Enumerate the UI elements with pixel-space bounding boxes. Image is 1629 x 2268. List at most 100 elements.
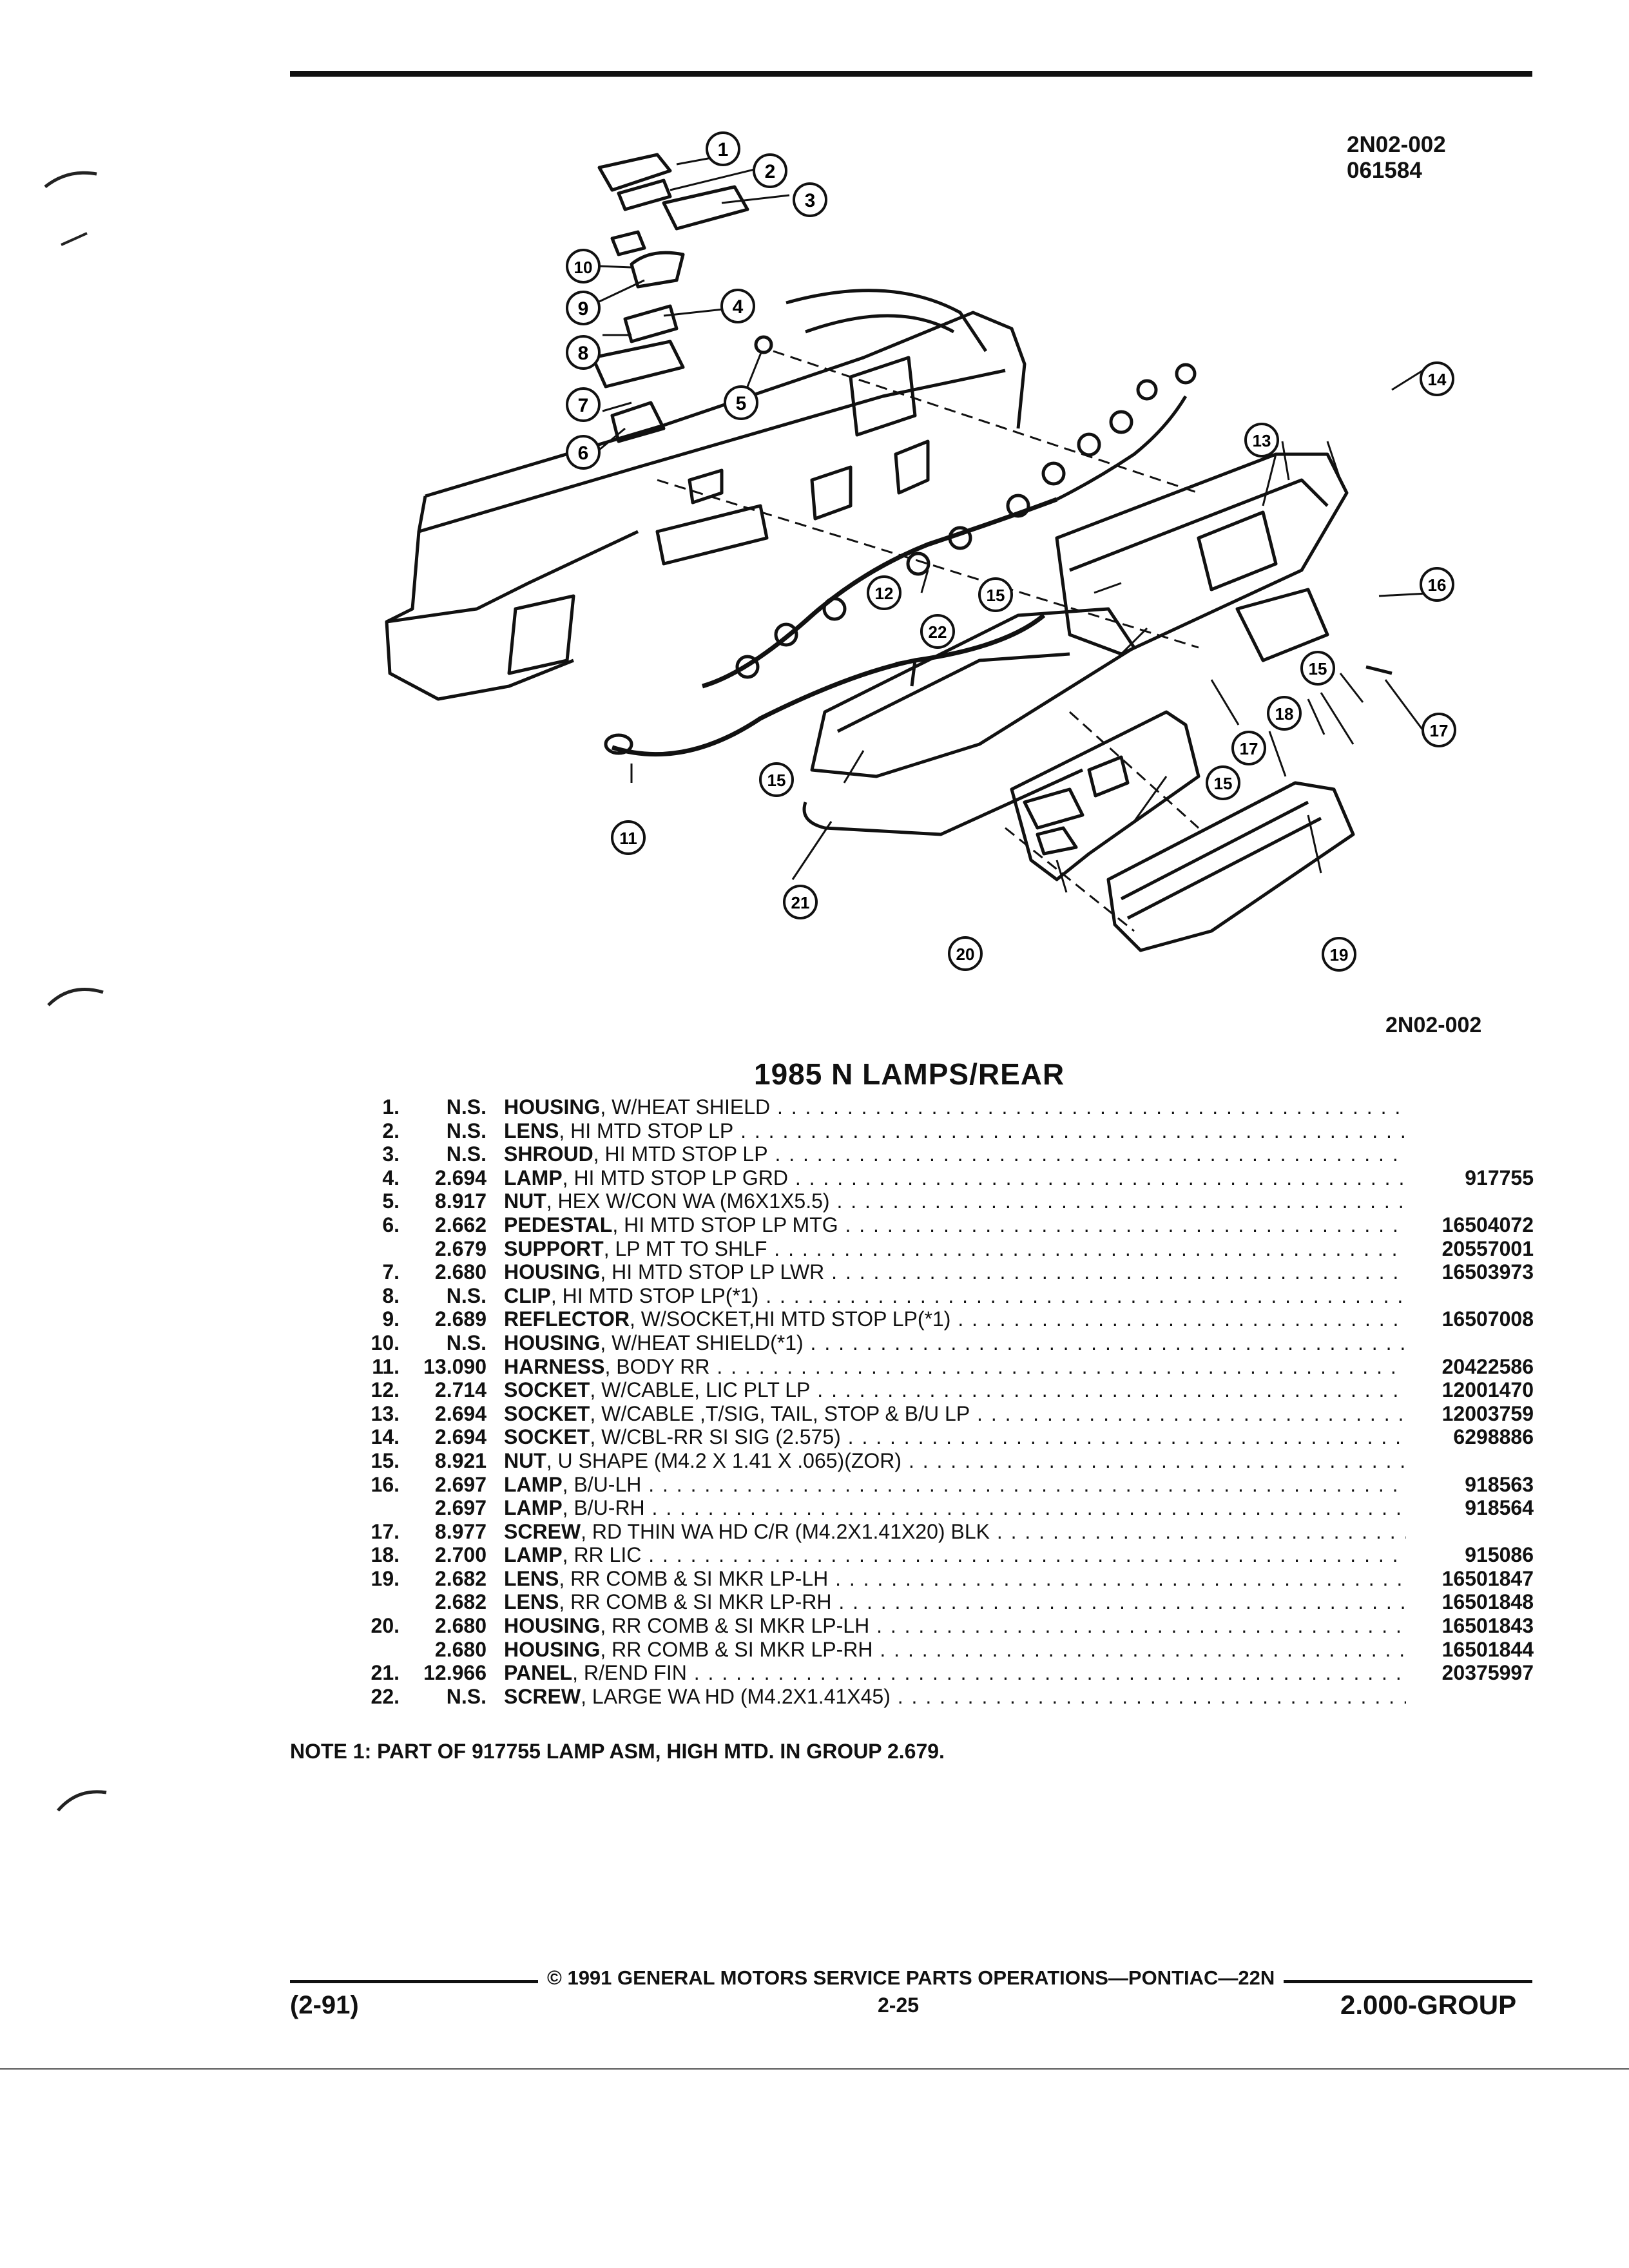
part-row: 8.N.S.CLIP, HI MTD STOP LP(*1) . . . . .… xyxy=(354,1284,1534,1308)
svg-text:22: 22 xyxy=(929,622,947,642)
part-number: 12003759 xyxy=(1441,1401,1534,1425)
callout-5: 5 xyxy=(724,385,758,420)
part-ref-number: 14. xyxy=(371,1425,400,1449)
part-detail: , U SHAPE (M4.2 X 1.41 X .065)(ZOR) xyxy=(546,1448,902,1472)
part-number: 16501847 xyxy=(1441,1566,1534,1590)
part-description: LENS, HI MTD STOP LP . . . . . . . . . .… xyxy=(504,1119,1406,1142)
part-group-code: N.S. xyxy=(446,1331,487,1354)
part-name: LENS xyxy=(504,1566,559,1590)
diagram-linework xyxy=(385,153,1393,952)
part-ref-number: 7. xyxy=(382,1260,400,1284)
part-group-code: 8.977 xyxy=(434,1519,487,1543)
svg-text:6: 6 xyxy=(578,443,589,464)
part-ref-number: 12. xyxy=(371,1378,400,1402)
part-number: 16501844 xyxy=(1441,1637,1534,1661)
part-row: 2.679 SUPPORT, LP MT TO SHLF . . . . . . … xyxy=(354,1237,1534,1261)
part-name: HARNESS xyxy=(504,1354,605,1378)
callout-19: 19 xyxy=(1322,937,1356,972)
part-detail: , R/END FIN xyxy=(572,1661,687,1685)
part-description: HOUSING, RR COMB & SI MKR LP-RH . . . . … xyxy=(504,1638,1406,1661)
part-name: NUT xyxy=(504,1448,546,1472)
leader-dots: . . . . . . . . . . . . . . . . . . . . … xyxy=(880,1637,1406,1661)
callout-14: 14 xyxy=(1420,361,1454,396)
part-group-code: 2.694 xyxy=(434,1425,487,1449)
part-number: 918563 xyxy=(1465,1472,1534,1496)
leader-dots: . . . . . . . . . . . . . . . . . . . . … xyxy=(766,1283,1406,1307)
part-row: 22.N.S.SCREW, LARGE WA HD (M4.2X1.41X45)… xyxy=(354,1685,1534,1709)
part-name: LAMP xyxy=(504,1166,563,1189)
svg-text:15: 15 xyxy=(1214,774,1233,793)
leader-dots: . . . . . . . . . . . . . . . . . . . . … xyxy=(897,1684,1406,1708)
part-group-code: 2.679 xyxy=(434,1236,487,1260)
callout-1: 1 xyxy=(706,131,740,166)
part-name: LAMP xyxy=(504,1472,563,1496)
part-detail: , W/SOCKET,HI MTD STOP LP(*1) xyxy=(629,1307,951,1331)
part-group-code: 2.682 xyxy=(434,1590,487,1614)
leader-dots: . . . . . . . . . . . . . . . . . . . . … xyxy=(648,1472,1406,1496)
part-ref-number: 10. xyxy=(371,1331,400,1354)
part-group-code: 2.680 xyxy=(434,1614,487,1638)
part-number: 16507008 xyxy=(1441,1307,1534,1331)
callout-15a: 15 xyxy=(978,577,1013,612)
part-ref-number: 13. xyxy=(371,1401,400,1425)
footer-revision-date: (2-91) xyxy=(290,1991,359,2019)
svg-text:18: 18 xyxy=(1275,704,1294,724)
part-description: SOCKET, W/CABLE ,T/SIG, TAIL, STOP & B/U… xyxy=(504,1402,1406,1425)
leader-dots: . . . . . . . . . . . . . . . . . . . . … xyxy=(774,1236,1406,1260)
callout-17b: 17 xyxy=(1231,731,1266,765)
part-detail: , RR COMB & SI MKR LP-RH xyxy=(559,1590,832,1614)
part-detail: , HEX W/CON WA (M6X1X5.5) xyxy=(546,1189,830,1213)
svg-text:7: 7 xyxy=(578,395,589,416)
svg-text:1: 1 xyxy=(718,139,729,160)
part-name: HOUSING xyxy=(504,1095,601,1119)
part-ref-number: 6. xyxy=(382,1213,400,1236)
part-row: 1.N.S.HOUSING, W/HEAT SHIELD . . . . . .… xyxy=(354,1095,1534,1119)
part-description: LAMP, B/U-LH . . . . . . . . . . . . . .… xyxy=(504,1473,1406,1496)
callout-6: 6 xyxy=(566,435,601,470)
svg-text:15: 15 xyxy=(987,586,1005,605)
svg-text:21: 21 xyxy=(791,893,810,912)
part-ref-number: 11. xyxy=(372,1354,400,1378)
part-detail: , RR COMB & SI MKR LP-RH xyxy=(600,1637,873,1661)
part-number: 20557001 xyxy=(1441,1236,1534,1260)
part-ref-number: 9. xyxy=(382,1307,400,1331)
callout-15d: 15 xyxy=(759,762,794,797)
callout-10: 10 xyxy=(566,249,601,284)
part-name: HOUSING xyxy=(504,1260,601,1284)
margin-marks xyxy=(44,171,104,1006)
exploded-parts-diagram: 1 2 3 10 4 9 8 7 6 5 14 13 12 15 22 16 1… xyxy=(385,131,1456,972)
footnote: NOTE 1: PART OF 917755 LAMP ASM, HIGH MT… xyxy=(290,1740,945,1763)
part-description: REFLECTOR, W/SOCKET,HI MTD STOP LP(*1) .… xyxy=(504,1307,1406,1331)
callout-22: 22 xyxy=(920,614,955,649)
part-detail: , RD THIN WA HD C/R (M4.2X1.41X20) BLK xyxy=(581,1519,990,1543)
part-name: REFLECTOR xyxy=(504,1307,630,1331)
part-name: PANEL xyxy=(504,1661,573,1685)
part-name: SCREW xyxy=(504,1519,581,1543)
part-group-code: 2.697 xyxy=(434,1472,487,1496)
page-title: 1985 N LAMPS/REAR xyxy=(754,1057,1065,1091)
callout-11: 11 xyxy=(611,820,646,855)
part-detail: , B/U-LH xyxy=(562,1472,642,1496)
part-number: 915086 xyxy=(1465,1543,1534,1567)
part-detail: , W/CABLE, LIC PLT LP xyxy=(590,1378,811,1402)
svg-text:16: 16 xyxy=(1428,575,1447,595)
part-description: HOUSING, HI MTD STOP LP LWR . . . . . . … xyxy=(504,1260,1406,1283)
svg-text:5: 5 xyxy=(736,393,747,414)
svg-text:20: 20 xyxy=(956,945,975,964)
part-description: SUPPORT, LP MT TO SHLF . . . . . . . . .… xyxy=(504,1237,1406,1260)
part-description: CLIP, HI MTD STOP LP(*1) . . . . . . . .… xyxy=(504,1284,1406,1307)
part-description: SHROUD, HI MTD STOP LP . . . . . . . . .… xyxy=(504,1142,1406,1166)
part-name: LENS xyxy=(504,1119,559,1142)
part-number: 16501843 xyxy=(1441,1614,1534,1638)
